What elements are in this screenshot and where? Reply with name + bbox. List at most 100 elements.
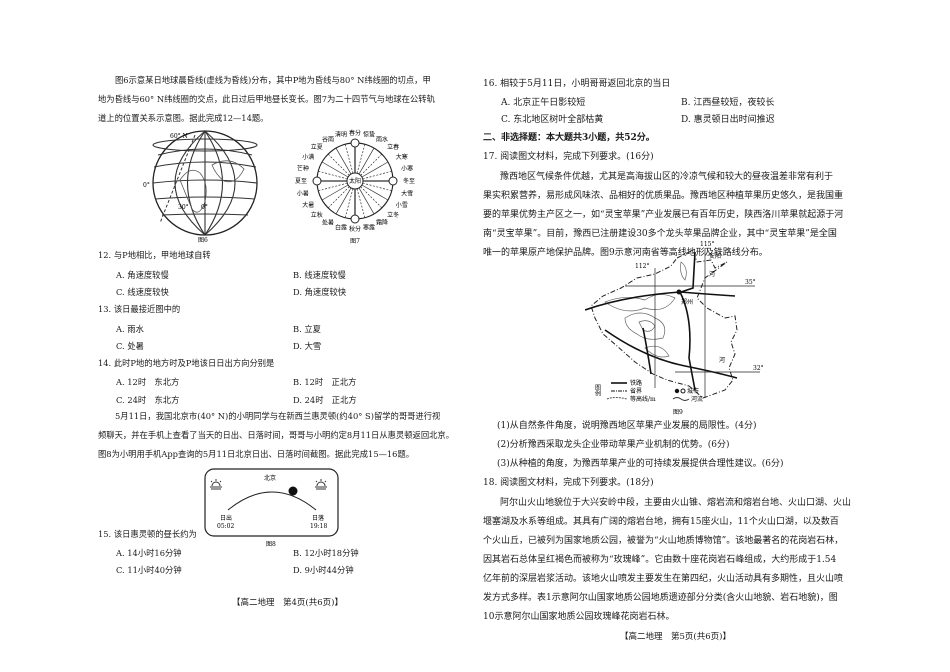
option-12-d: D. 角速度较快	[293, 287, 347, 297]
text-line: 堰塞湖及水系等组成。其具有广阔的熔岩台地，拥有15座火山，11个火山口湖，以及数…	[483, 517, 839, 527]
orbit-spoke	[335, 147, 352, 175]
figure-8-caption: 图8	[266, 541, 276, 548]
legend-contour: 等高线/m	[630, 395, 656, 403]
question-17: 17. 阅读图文材料，完成下列要求。(16分)	[483, 148, 654, 167]
section-2-heading: 二、非选择题：本大题共3小题，共52分。	[483, 129, 655, 148]
sun-label: 太阳	[349, 177, 361, 185]
river-label: 河	[709, 270, 715, 278]
question-stem: 15. 该日惠灵顿的昼长约为	[98, 529, 197, 539]
earth-position-marker	[350, 214, 360, 224]
figure-7-caption: 图7	[350, 238, 360, 245]
legend-city: 城市	[687, 387, 699, 395]
option-14-a: A. 12时 东北方	[116, 377, 180, 387]
orbit-spoke	[356, 188, 366, 218]
question-stem: 18. 阅读图文材料，完成下列要求。(18分)	[483, 478, 654, 488]
orbit-spoke	[327, 186, 350, 209]
solar-term-label: 小暑	[297, 189, 309, 197]
text-line: 道上的位置关系示意图。据此完成12—14题。	[98, 113, 269, 123]
orbit-spoke	[335, 187, 352, 215]
orbit-spoke	[358, 187, 375, 215]
text-line: 亿年前的深层岩浆活动。该地火山喷发主要发生在第四纪，火山活动具有多期性，且火山喷	[483, 574, 844, 584]
question-15: 15. 该日惠灵顿的昼长约为	[98, 525, 197, 544]
text-line: (3)从种植的角度，为豫西苹果产业的可持续发展提供合理性建议。(6分)	[497, 459, 784, 469]
intro-questions-15-16: 5月11日，我国北京市(40° N)的小明同学与在新西兰惠灵顿(约40° S)留…	[98, 407, 454, 464]
page-footer-right: 【高二地理 第5页(共6页)】	[620, 632, 731, 642]
globe-label-30: 30°	[178, 204, 189, 211]
text-line: 10示意阿尔山国家地质公园玫瑰峰花岗岩石林。	[483, 612, 675, 622]
province-boundary	[590, 249, 738, 399]
option-15-d: D. 9小时44分钟	[293, 565, 354, 575]
question-17-material: 豫西地区气候条件优越，尤其是高海拔山区的冷凉气候和较大的昼夜温差非常有利于果实积…	[483, 168, 843, 263]
lat-label-32: 32°	[753, 365, 764, 372]
text-line: 要的苹果优势主产区之一，如“灵宝苹果”产业发展已有百年历史，陕西洛川苹果就起源于…	[483, 210, 844, 220]
figure-8-sunrise-sunset: 北京 日出 05:02 日落 19:18 图8	[204, 468, 339, 548]
solar-term-label: 小寒	[401, 165, 413, 173]
question-16: 16. 相较于5月11日，小明哥哥返回北京的当日	[483, 75, 670, 94]
section-heading: 二、非选择题：本大题共3小题，共52分。	[483, 133, 655, 143]
river-label: 河	[719, 356, 725, 364]
orbit-spoke	[361, 161, 389, 178]
text-line: 个火山丘，已被列为国家地质公园，被誉为“火山地质博物馆”。该地最著名的花岗岩石林…	[483, 536, 844, 546]
sun-position-marker	[288, 486, 298, 496]
globe-label-0-bottom: 0°	[201, 204, 208, 211]
question-13: 13. 该日最接近图中的	[98, 300, 180, 319]
option-16-c: C. 东北地区树叶全部枯黄	[501, 115, 604, 125]
place-zhengzhou: 郑州	[681, 298, 693, 306]
lon-label-112: 112°	[635, 263, 649, 270]
solar-term-label: 春分	[349, 129, 361, 137]
legend-river: 河流	[691, 395, 703, 403]
solar-term-label: 大雪	[401, 189, 413, 197]
sunset-icon	[315, 479, 327, 490]
legend-title: 图例	[594, 384, 601, 397]
solar-term-label: 大寒	[396, 153, 408, 161]
option-15-c: C. 11小时40分钟	[116, 565, 182, 575]
sunset-time: 19:18	[310, 523, 327, 530]
option-13-d: D. 大雪	[293, 341, 322, 351]
earth-position-marker	[312, 176, 322, 186]
orbit-spoke	[344, 144, 354, 174]
solar-term-label: 芒种	[297, 165, 309, 173]
text-line: 阿尔山火山地貌位于大兴安岭中段，主要由火山锥、熔岩流和熔岩台地、火山口湖、火山	[500, 498, 852, 508]
lat-label-35: 35°	[745, 279, 756, 286]
solar-term-label: 谷雨	[322, 135, 334, 143]
option-15-b: B. 12小时18分钟	[293, 548, 359, 558]
sunrise-icon	[210, 479, 222, 490]
text-line: 豫西地区气候条件优越，尤其是高海拔山区的冷凉气候和较大的昼夜温差非常有利于	[500, 172, 834, 182]
orbit-spoke	[321, 184, 349, 201]
solar-term-label: 秋分	[349, 225, 361, 233]
text-line: (1)从自然条件角度，说明豫西地区苹果产业发展的局限性。(4分)	[497, 421, 757, 431]
legend-boundary: 省界	[630, 387, 642, 395]
text-line: 频聊天，并在手机上查看了当天的日出、日落时间，哥哥与小明约定8月11日从惠灵顿返…	[98, 430, 455, 440]
figure-9-caption: 图9	[673, 409, 683, 416]
option-16-b: B. 江西昼较短，夜较长	[681, 98, 775, 108]
orbit-spoke	[321, 161, 349, 178]
globe-label-60n: 60° N	[170, 133, 188, 140]
text-line: 5月11日，我国北京市(40° N)的小明同学与在新西兰惠灵顿(约40° S)留…	[115, 411, 441, 421]
text-line: 唯一的苹果原产地保护品牌。图9示意河南省等高线地形及铁路线分布。	[483, 248, 768, 258]
question-18-material: 阿尔山火山地貌位于大兴安岭中段，主要由火山锥、熔岩流和熔岩台地、火山口湖、火山堰…	[483, 494, 851, 627]
solar-term-label: 霜降	[376, 219, 388, 227]
place-anyang: 安阳	[709, 252, 721, 260]
question-stem: 14. 此时P地的地方时及P地该日日出方向分别是	[98, 358, 275, 368]
question-stem: 17. 阅读图文材料，完成下列要求。(16分)	[483, 152, 654, 162]
sunrise-label: 日出	[220, 514, 232, 522]
solar-term-label: 白露	[335, 223, 347, 231]
option-13-c: C. 处暑	[116, 341, 144, 351]
option-13-a: A. 雨水	[116, 324, 144, 334]
lon-label-115: 115°	[700, 241, 714, 248]
question-17-parts: (1)从自然条件角度，说明豫西地区苹果产业发展的局限性。(4分)(2)分析豫西采…	[497, 417, 784, 474]
orbit-spoke	[327, 153, 350, 176]
solar-term-label: 清明	[335, 131, 347, 139]
text-line: 地为昏线与60° N纬线圈的交点，此日过后甲地昼长变长。图7为二十四节气与地球在…	[98, 94, 435, 104]
question-18: 18. 阅读图文材料，完成下列要求。(18分)	[483, 474, 654, 493]
text-line: 发方式多样。表1示意阿尔山国家地质公园地质遗迹部分分类(含火山地貌、岩石地貌)，…	[483, 593, 838, 603]
orbit-spoke	[360, 153, 383, 176]
option-14-d: D. 24时 正北方	[293, 395, 357, 405]
option-14-c: C. 24时 东北方	[116, 395, 180, 405]
sunset-label: 日落	[312, 514, 324, 522]
city-marker-zhengzhou	[676, 289, 682, 295]
option-13-b: B. 立夏	[293, 324, 321, 334]
orbit-spoke	[318, 170, 348, 180]
figure-6-globe: 60° N 0° 30° 0° 图6	[143, 130, 258, 244]
option-14-b: B. 12时 正北方	[293, 377, 357, 387]
